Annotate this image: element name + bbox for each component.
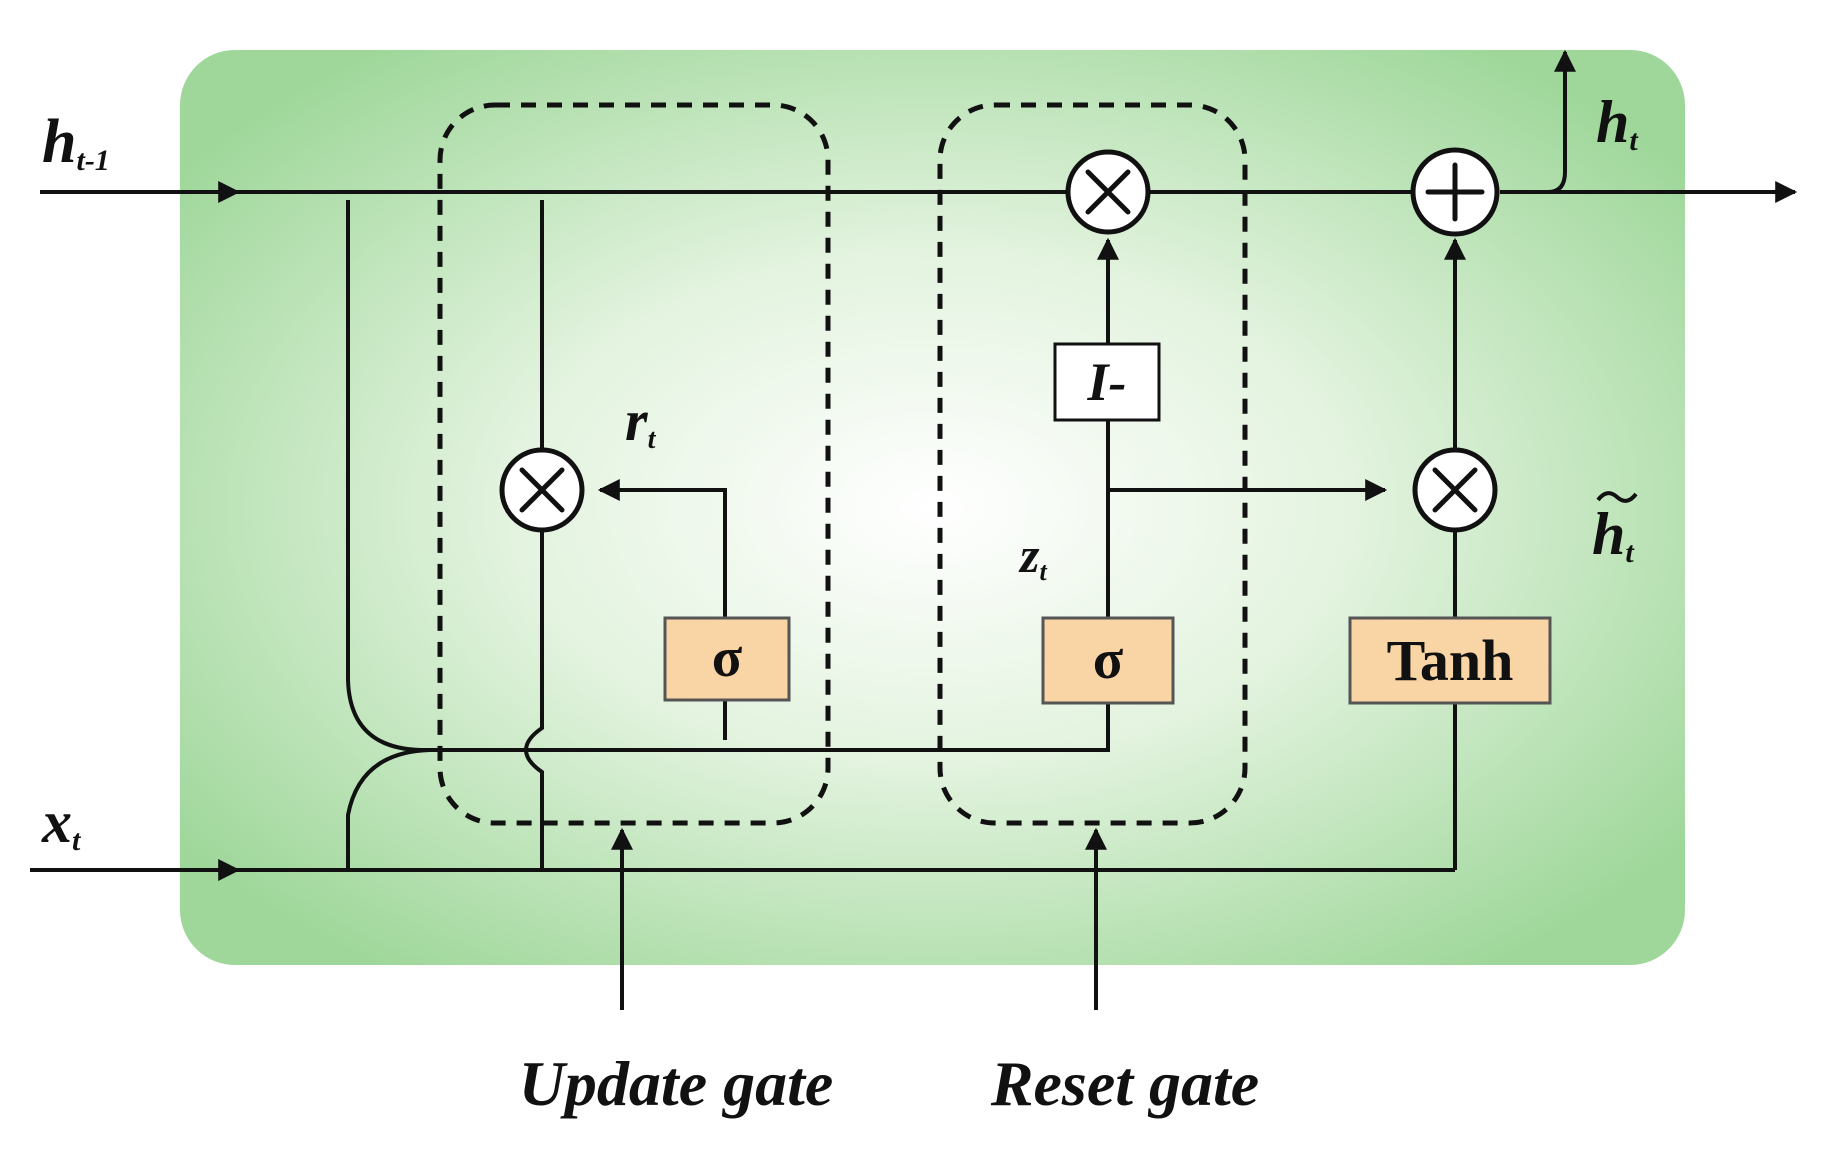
reset-gate-region: [937, 102, 1248, 826]
r-t-arrow-path: [597, 479, 727, 618]
r-t-label: rt: [625, 388, 657, 455]
sigma-update-box: [1041, 616, 1175, 705]
h-t-label: ht: [1596, 89, 1639, 157]
update-gate-caption: Update gate: [519, 1048, 834, 1119]
sigma-reset-box: [663, 616, 791, 702]
multiply-icon: [499, 447, 585, 533]
multiply-icon: [1065, 149, 1151, 235]
multiply-icon: [1412, 447, 1498, 533]
update-gate-region: [437, 102, 831, 826]
cell-panel: [180, 50, 1685, 965]
one-minus-box: [1053, 342, 1161, 422]
reset-multiply-down: [524, 528, 544, 870]
tanh-box: [1348, 616, 1552, 705]
tilde-mark: [1596, 491, 1638, 503]
plus-icon: [1410, 147, 1500, 237]
z-t-label: zt: [1018, 527, 1047, 586]
sigma-update-label: σ: [1093, 629, 1124, 691]
svg-text:ht: ht: [1592, 501, 1635, 569]
one-minus-label: I-: [1087, 352, 1127, 412]
sigma-reset-label: σ: [712, 627, 743, 689]
x-t-label: xt: [41, 789, 82, 857]
reset-gate-caption: Reset gate: [990, 1048, 1259, 1119]
h-prev-label: ht-1: [42, 108, 110, 177]
h-t-output-up-arrow: [1547, 49, 1576, 194]
h-tilde-label: ht: [1592, 491, 1638, 569]
tanh-label: Tanh: [1387, 628, 1514, 693]
x-branch: [346, 748, 431, 870]
